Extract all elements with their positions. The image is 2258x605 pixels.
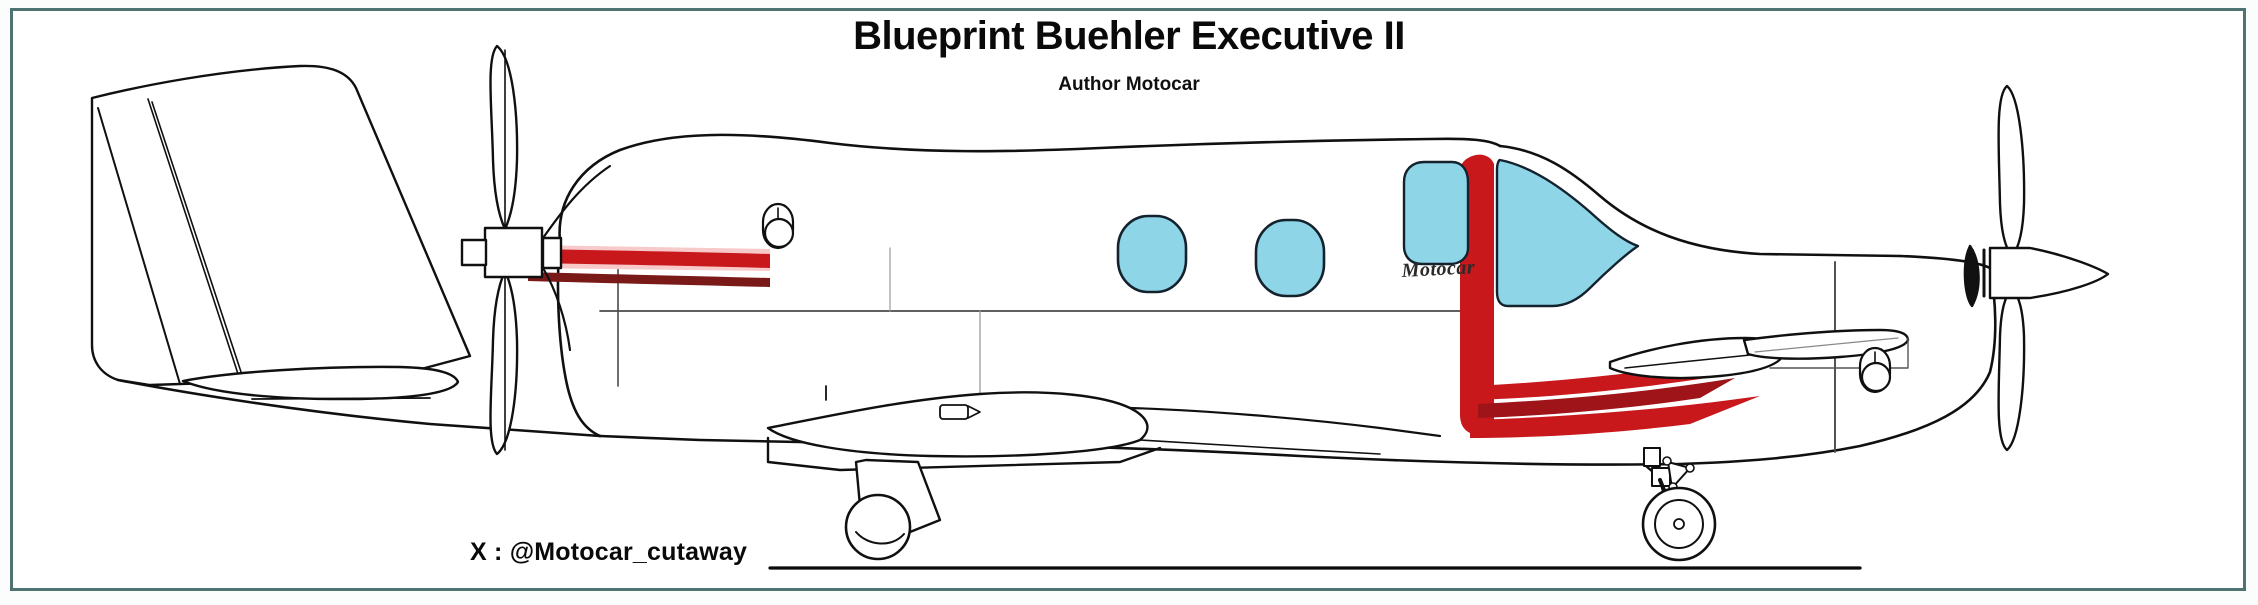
tail-boom bbox=[116, 378, 602, 438]
rear-antenna-oval bbox=[1858, 346, 1892, 394]
cockpit-windshield bbox=[1495, 158, 1640, 308]
main-wing bbox=[766, 385, 1442, 472]
main-landing-gear bbox=[844, 458, 942, 561]
cockpit-quarter-window bbox=[1402, 160, 1470, 266]
cockpit-glazing bbox=[1402, 158, 1640, 308]
fuselage-logo: Motocar bbox=[1400, 256, 1476, 282]
main-wheel bbox=[844, 493, 912, 561]
front-cowl-fairing bbox=[541, 164, 612, 352]
cabin-windows bbox=[1116, 214, 1326, 298]
aft-antenna-oval bbox=[761, 202, 795, 250]
horizontal-stabilizer bbox=[181, 365, 460, 401]
front-spinner-hub bbox=[460, 226, 563, 279]
rudder-hinge-line bbox=[97, 98, 245, 385]
nose-wheel-hub bbox=[1673, 518, 1685, 530]
author-credit: Author Motocar bbox=[1058, 74, 1200, 95]
wing-fuel-cap bbox=[939, 404, 969, 420]
fuselage bbox=[556, 133, 1997, 466]
social-handle: X : @Motocar_cutaway bbox=[470, 538, 748, 566]
cabin-window-2 bbox=[1254, 218, 1326, 298]
nose-landing-gear bbox=[1641, 447, 1717, 562]
cabin-window-1 bbox=[1116, 214, 1188, 294]
rear-spinner bbox=[1963, 244, 2110, 308]
vertical-stabilizer bbox=[90, 64, 472, 387]
page-title: Blueprint Buehler Executive II bbox=[853, 14, 1405, 58]
